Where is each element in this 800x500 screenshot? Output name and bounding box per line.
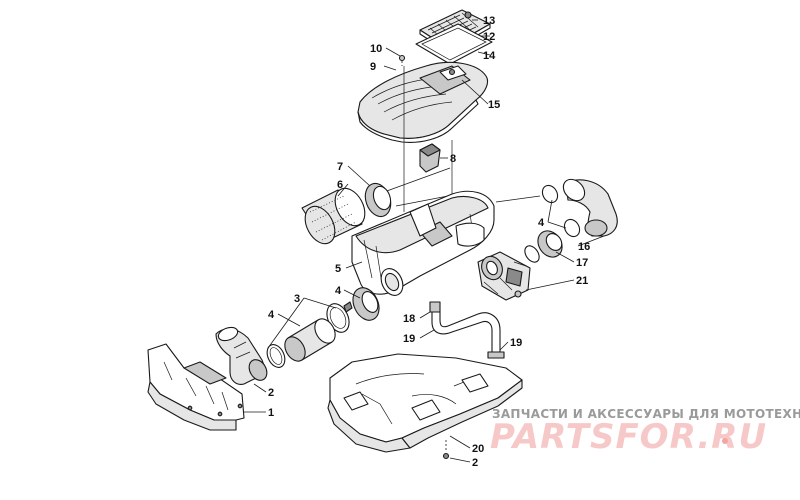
callout-19-right: 19 <box>510 337 522 349</box>
part-screw-12 <box>398 54 406 66</box>
part-airbox-body-7 <box>351 190 495 296</box>
part-throttle-body-22 <box>477 251 531 301</box>
part-coupler-18 <box>524 230 563 263</box>
part-elbow-17 <box>562 178 618 237</box>
callout-6: 4 <box>335 285 342 297</box>
watermark-brand: PARTSFOR.RU <box>490 417 767 457</box>
part-coupler-6 <box>352 287 380 321</box>
callout-7: 5 <box>335 263 341 275</box>
callout-8: 6 <box>337 179 343 191</box>
part-intake-tube-5 <box>284 318 336 362</box>
watermark-dot-icon <box>722 438 728 444</box>
part-clamp-4-right <box>541 184 581 238</box>
callout-13: 12 <box>483 31 495 43</box>
callout-12: 10 <box>370 43 382 55</box>
part-bracket-10 <box>419 143 441 173</box>
part-filter-adapter-9 <box>364 182 392 218</box>
callout-5: 4 <box>268 309 275 321</box>
callout-14: 13 <box>483 15 495 27</box>
callout-11: 9 <box>370 61 376 73</box>
part-airbox-lid-11 <box>357 61 489 143</box>
callout-labels: 13 12 14 10 9 15 8 7 6 5 4 3 4 2 1 4 16 … <box>268 15 590 469</box>
watermark-tagline: ЗАПЧАСТИ И АКСЕССУАРЫ ДЛЯ МОТОТЕХНИКИ <box>492 407 800 421</box>
callout-22: 21 <box>576 275 588 287</box>
callout-2: 2 <box>472 457 478 469</box>
part-front-shield-1 <box>147 343 245 431</box>
callout-10: 8 <box>450 153 456 165</box>
callout-4-left: 3 <box>294 293 300 305</box>
callout-21: 20 <box>472 443 484 455</box>
callout-16: 15 <box>488 99 500 111</box>
callout-17: 16 <box>578 241 590 253</box>
part-gasket-13 <box>415 23 493 65</box>
part-skid-plate-21 <box>327 353 523 460</box>
leader-lines <box>244 19 605 463</box>
callout-18: 17 <box>576 257 588 269</box>
part-air-filter-8 <box>301 187 366 245</box>
callout-15: 14 <box>483 50 496 62</box>
part-drain-hose-20 <box>429 301 505 359</box>
watermark: ЗАПЧАСТИ И АКСЕССУАРЫ ДЛЯ МОТОТЕХНИКИ PA… <box>490 407 800 457</box>
callout-3: 2 <box>268 387 274 399</box>
callout-1: 1 <box>268 407 274 419</box>
callout-4-right: 4 <box>538 217 545 229</box>
part-intake-elbow-3 <box>215 326 268 385</box>
part-clamp-4-lower <box>266 344 286 368</box>
callout-19-left: 18 <box>403 313 415 325</box>
callout-9: 7 <box>337 161 343 173</box>
callout-20: 19 <box>403 333 415 345</box>
